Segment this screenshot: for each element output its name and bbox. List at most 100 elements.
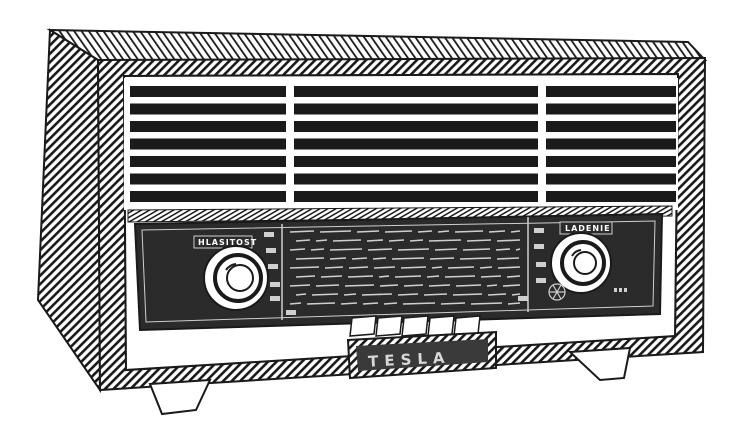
- right-markers: [518, 228, 546, 301]
- scale-mark: [373, 266, 396, 269]
- scale-mark: [356, 230, 380, 233]
- tuning-label: LADENIE: [565, 224, 611, 233]
- scale-mark: [379, 284, 399, 287]
- scale-mark: [391, 257, 425, 260]
- scale-mark: [403, 284, 424, 287]
- piano-button[interactable]: [349, 315, 377, 337]
- grille-divider-left: [286, 80, 294, 210]
- scale-mark: [372, 257, 387, 260]
- left-markers: [264, 232, 296, 315]
- scale-mark: [455, 284, 482, 287]
- tuning-scale: [289, 230, 521, 305]
- scale-mark: [319, 230, 352, 233]
- scale-mark: [397, 248, 430, 251]
- grille-divider-right: [538, 80, 546, 210]
- scale-mark: [320, 275, 343, 278]
- scale-mark: [289, 302, 302, 305]
- scale-mark: [329, 257, 347, 260]
- scale-mark: [289, 284, 311, 287]
- scale-mark: [452, 293, 483, 296]
- grille-slat: [130, 121, 676, 132]
- tuning-knob[interactable]: [550, 232, 612, 294]
- scale-mark: [306, 302, 336, 305]
- scale-mark: [402, 302, 436, 305]
- scale-mark: [347, 275, 374, 278]
- scale-mark: [315, 239, 328, 242]
- scale-mark: [340, 302, 358, 305]
- scale-mark: [289, 230, 315, 233]
- scale-mark: [388, 239, 405, 242]
- scale-mark: [366, 239, 384, 242]
- scale-mark: [295, 275, 316, 278]
- scale-mark: [343, 293, 357, 296]
- scale-mark: [428, 239, 462, 242]
- scale-mark: [295, 257, 325, 260]
- scale-mark: [348, 266, 369, 269]
- grille-slat: [130, 86, 676, 97]
- grille-slat: [130, 138, 676, 150]
- scale-mark: [311, 293, 339, 296]
- panel-marks: [614, 288, 627, 292]
- scale-mark: [462, 248, 491, 251]
- speaker-grille: [124, 78, 678, 210]
- scale-mark: [431, 266, 443, 269]
- scale-mark: [428, 284, 451, 287]
- volume-label: HLASITOST: [198, 238, 257, 247]
- grille-slat: [130, 191, 676, 202]
- scale-mark: [351, 257, 368, 260]
- scale-mark: [332, 239, 362, 242]
- right-foot: [567, 346, 632, 382]
- left-foot: [148, 378, 212, 416]
- grille-slat: [130, 173, 676, 185]
- scale-mark: [344, 284, 375, 287]
- scale-mark: [426, 275, 440, 278]
- control-panel: [133, 212, 664, 332]
- scale-mark: [487, 293, 507, 296]
- scale-mark: [447, 266, 475, 269]
- scale-mark: [511, 293, 521, 296]
- scale-mark: [486, 284, 498, 287]
- scale-mark: [324, 266, 344, 269]
- scale-mark: [329, 248, 363, 251]
- scale-mark: [384, 230, 413, 233]
- scale-mark: [502, 284, 521, 287]
- piano-button[interactable]: [427, 315, 455, 337]
- scale-mark: [444, 275, 476, 278]
- scale-mark: [459, 257, 492, 260]
- scale-mark: [400, 266, 427, 269]
- scale-mark: [289, 248, 306, 251]
- volume-knob[interactable]: [203, 245, 269, 311]
- scale-mark: [378, 275, 390, 278]
- grille-slat: [130, 103, 676, 115]
- scale-mark: [466, 239, 492, 242]
- scale-mark: [361, 293, 393, 296]
- scale-mark: [470, 302, 503, 305]
- scale-mark: [310, 248, 325, 251]
- scale-mark: [397, 293, 419, 296]
- control-panel-bevel: [141, 220, 656, 323]
- scale-mark: [479, 266, 493, 269]
- scale-mark: [362, 302, 379, 305]
- scale-mark: [429, 257, 455, 260]
- scale-mark: [480, 275, 502, 278]
- scale-mark: [367, 248, 393, 251]
- scale-mark: [417, 230, 433, 233]
- scale-mark: [497, 266, 521, 269]
- cabinet-left-side: [36, 28, 102, 394]
- scale-mark: [315, 284, 340, 287]
- scale-mark: [437, 230, 450, 233]
- scale-mark: [495, 248, 511, 251]
- piano-button[interactable]: [401, 315, 429, 337]
- scale-mark: [295, 239, 311, 242]
- grille-slat: [130, 156, 676, 167]
- piano-button[interactable]: [375, 315, 403, 337]
- scale-mark: [496, 239, 521, 242]
- scale-mark: [383, 302, 398, 305]
- grille-bottom-strip: [127, 205, 673, 223]
- scale-mark: [289, 266, 320, 269]
- scale-mark: [409, 239, 424, 242]
- scale-mark: [295, 293, 307, 296]
- scale-mark: [454, 230, 484, 233]
- scale-mark: [394, 275, 422, 278]
